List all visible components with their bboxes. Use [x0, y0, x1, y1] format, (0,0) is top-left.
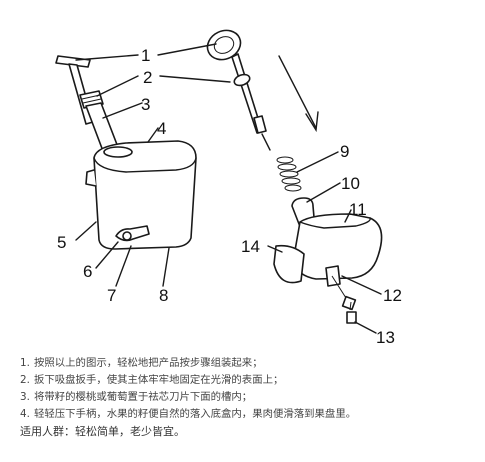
step-text: 按照以上的图示，轻松地把产品按步骤组装起来；	[34, 357, 263, 369]
callout-5: 5	[57, 233, 66, 252]
instruction-step-4: 4. 轻轻压下手柄，水果的籽便自然的落入底盒内，果肉便滑落到果盘里。	[20, 406, 480, 423]
spring	[276, 156, 302, 192]
assembly-diagram: 1 2 3 4 5 6 7 8 9 10 11 12 13 14	[55, 29, 402, 347]
step-text: 扳下吸盘扳手，使其主体牢牢地固定在光滑的表面上；	[34, 374, 284, 386]
instruction-step-1: 1. 按照以上的图示，轻松地把产品按步骤组装起来；	[20, 355, 480, 372]
callout-8: 8	[159, 286, 168, 305]
step-number: 3.	[20, 391, 30, 403]
callout-7: 7	[107, 286, 116, 305]
callout-4: 4	[157, 119, 166, 138]
callout-1: 1	[141, 46, 150, 65]
direction-arrow	[278, 55, 319, 133]
callout-11: 11	[349, 200, 367, 219]
instructions: 1. 按照以上的图示，轻松地把产品按步骤组装起来； 2. 扳下吸盘扳手，使其主体牢牢…	[20, 355, 480, 440]
instruction-step-3: 3. 将带籽的樱桃或葡萄置于祛芯刀片下面的槽内；	[20, 389, 480, 406]
callout-10: 10	[341, 174, 360, 193]
callout-labels: 1 2 3 4 5 6 7 8 9 10 11 12 13 14	[57, 46, 402, 347]
callout-3: 3	[141, 95, 150, 114]
callout-2: 2	[143, 68, 152, 87]
target-audience: 适用人群：轻松简单，老少皆宜。	[20, 425, 185, 438]
callout-9: 9	[340, 142, 349, 161]
step-number: 1.	[20, 357, 30, 369]
callout-13: 13	[376, 328, 395, 347]
step-number: 4.	[20, 408, 30, 420]
assembled-pitter	[55, 55, 197, 250]
callout-6: 6	[83, 262, 92, 281]
step-number: 2.	[20, 374, 30, 386]
callout-14: 14	[241, 237, 260, 256]
callout-12: 12	[383, 286, 402, 305]
step-text: 将带籽的樱桃或葡萄置于祛芯刀片下面的槽内；	[34, 391, 253, 403]
leader-lines	[75, 43, 382, 334]
exploded-parts	[206, 29, 383, 324]
step-text: 轻轻压下手柄，水果的籽便自然的落入底盒内，果肉便滑落到果盘里。	[34, 408, 357, 420]
instruction-step-2: 2. 扳下吸盘扳手，使其主体牢牢地固定在光滑的表面上；	[20, 372, 480, 389]
